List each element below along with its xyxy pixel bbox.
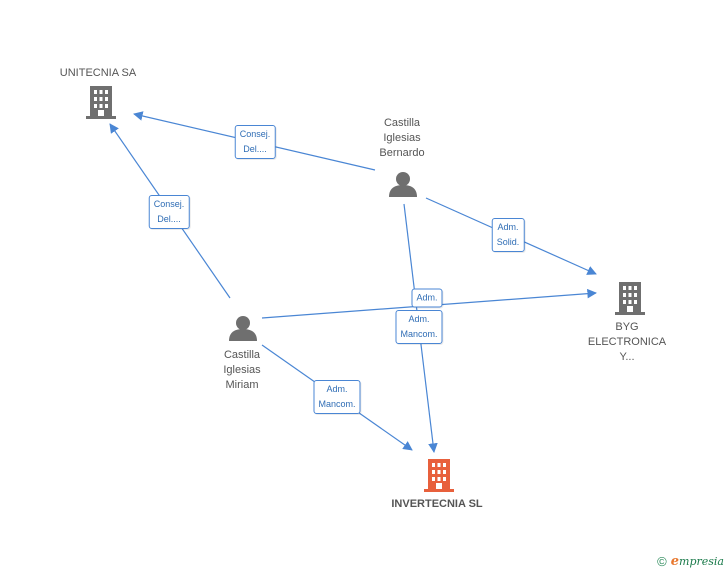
label-line: Miriam: [225, 379, 259, 391]
label-line: Bernardo: [379, 147, 425, 159]
edge-label-line: Adm.: [497, 222, 519, 232]
person-icon[interactable]: [229, 316, 257, 341]
edge-label-miriam-invertecnia[interactable]: Adm. Mancom.: [313, 380, 361, 414]
label-line: UNITECNIA SA: [59, 67, 137, 79]
brand-name: mpresia: [679, 555, 724, 568]
edge-label-line: Consej.: [153, 199, 185, 209]
edge-label-bernardo-unitecnia[interactable]: Consej. Del....: [234, 125, 276, 159]
edge-label-line: Adm.: [326, 384, 348, 394]
edge-label-miriam-unitecnia[interactable]: Consej. Del....: [148, 195, 190, 229]
copyright-icon: ©: [657, 554, 667, 569]
edge-label-line: Mancom.: [318, 399, 356, 409]
brand-logo[interactable]: empresia: [671, 554, 724, 569]
edge-label-bernardo-byg[interactable]: Adm. Solid.: [491, 218, 525, 252]
person-label-miriam[interactable]: Castilla Iglesias Miriam: [223, 348, 260, 393]
building-icon[interactable]: [615, 282, 645, 315]
person-icon[interactable]: [389, 172, 417, 197]
label-line: BYG: [615, 321, 639, 333]
label-line: ELECTRONICA: [587, 336, 667, 348]
label-line: Y...: [619, 351, 635, 363]
company-label-invertecnia[interactable]: INVERTECNIA SL: [391, 497, 482, 512]
edge-label-line: Mancom.: [400, 329, 438, 339]
edge-label-line: Adm.: [416, 292, 438, 303]
edge-label-line: Del....: [157, 214, 181, 224]
label-line: Iglesias: [223, 364, 261, 376]
label-line: INVERTECNIA SL: [391, 498, 483, 510]
edge-label-bernardo-invertecnia[interactable]: Adm. Mancom.: [395, 310, 443, 344]
label-line: Iglesias: [383, 132, 421, 144]
building-icon[interactable]: [86, 86, 116, 119]
edge-label-line: Consej.: [239, 129, 271, 139]
edge-label-line: Adm.: [408, 314, 430, 324]
footer-brand[interactable]: © empresia: [657, 554, 724, 569]
edge-label-line: Del....: [243, 144, 267, 154]
label-line: Castilla: [383, 117, 421, 129]
company-label-byg[interactable]: BYG ELECTRONICA Y...: [588, 320, 666, 365]
edge-label-line: Solid.: [496, 237, 520, 247]
person-label-bernardo[interactable]: Castilla Iglesias Bernardo: [379, 116, 424, 161]
building-icon[interactable]: [424, 459, 454, 492]
edge-label-miriam-byg[interactable]: Adm.: [411, 288, 443, 308]
brand-initial: e: [670, 554, 680, 569]
label-line: Castilla: [223, 349, 261, 361]
company-label-unitecnia[interactable]: UNITECNIA SA: [60, 66, 136, 81]
